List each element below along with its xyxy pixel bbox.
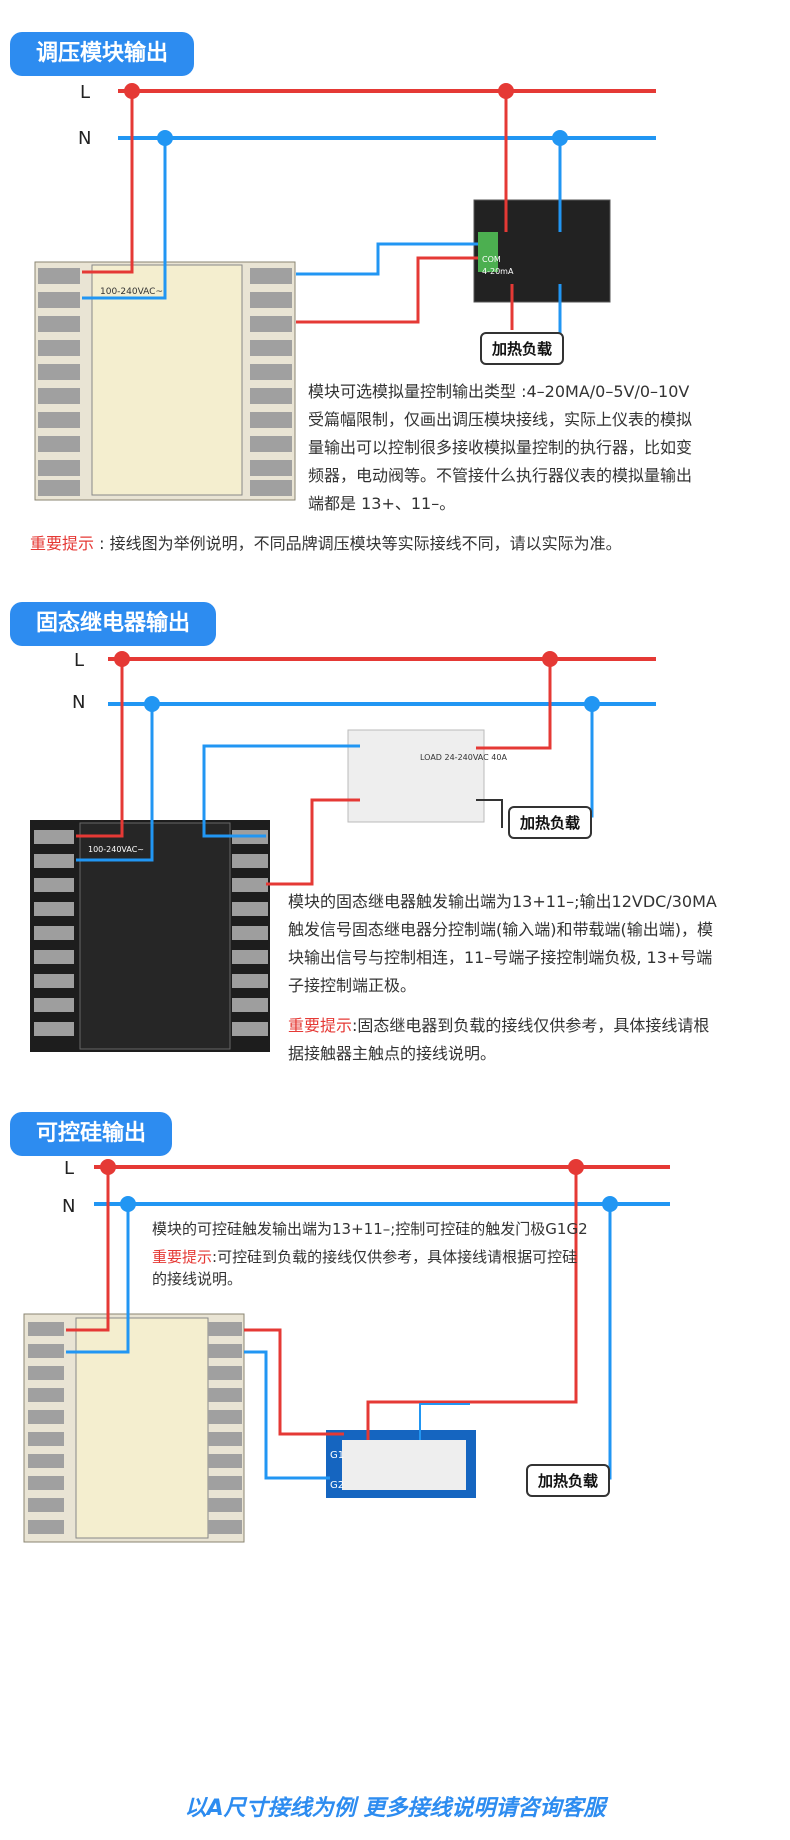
heating-load-box: 加热负载 bbox=[480, 332, 565, 365]
controller-voltage-label: 100-240VAC~ bbox=[88, 845, 144, 854]
tip-text-continued: 据接触器主触点的接线说明。 bbox=[288, 1044, 497, 1063]
desc-line: 触发信号固态继电器分控制端(输入端)和带载端(输出端)，模 bbox=[288, 920, 713, 939]
desc-line: 模块的固态继电器触发输出端为13+11–;输出12VDC/30MA bbox=[288, 892, 717, 911]
section-title: 固态继电器输出 bbox=[10, 602, 217, 646]
desc-line: 端都是 13+、11–。 bbox=[308, 494, 456, 513]
tip-text: :可控硅到负载的接线仅供参考，具体接线请根据可控硅 bbox=[212, 1248, 578, 1266]
label-n: N bbox=[72, 692, 86, 713]
desc-line: 子接控制端正极。 bbox=[288, 976, 417, 995]
section-ssr-output: 固态继电器输出 L N LOAD 24-240VAC 40A 100-240VA… bbox=[0, 602, 790, 1280]
desc-line: 频器，电动阀等。不管接什么执行器仪表的模拟量输出 bbox=[308, 466, 693, 485]
tip-key: 重要提示 bbox=[152, 1248, 213, 1266]
label-n: N bbox=[62, 1196, 76, 1217]
section-regulator-output: 调压模块输出 L N bbox=[0, 0, 790, 690]
wiring-diagram-3: G1 G2 bbox=[23, 1159, 670, 1543]
tip-key: 重要提示 bbox=[288, 1016, 353, 1035]
label-l: L bbox=[64, 1158, 75, 1179]
section-description: 模块可选模拟量控制输出类型 :4–20MA/0–5V/0–10V 受篇幅限制，仅… bbox=[308, 378, 768, 518]
desc-line: 块输出信号与控制相连，11–号端子接控制端负极, 13+号端 bbox=[288, 948, 713, 967]
module-com-label: COM bbox=[482, 255, 501, 264]
section-description: 模块的可控硅触发输出端为13+11–;控制可控硅的触发门极G1G2 bbox=[152, 1220, 588, 1238]
controller-voltage-label: 100-240VAC~ bbox=[100, 287, 163, 297]
desc-line: 受篇幅限制，仅画出调压模块接线，实际上仪表的模拟 bbox=[308, 410, 693, 429]
desc-line: 量输出可以控制很多接收模拟量控制的执行器，比如变 bbox=[308, 438, 693, 457]
heating-load-box: 加热负载 bbox=[526, 1464, 611, 1497]
section-title: 调压模块输出 bbox=[10, 32, 195, 76]
section-description: 模块的固态继电器触发输出端为13+11–;输出12VDC/30MA 触发信号固态… bbox=[288, 888, 768, 1000]
label-l: L bbox=[74, 650, 85, 671]
footer-note: 以A尺寸接线为例 更多接线说明请咨询客服 bbox=[184, 1796, 606, 1821]
wiring-diagram-2: LOAD 24-240VAC 40A 100-240VAC~ bbox=[30, 651, 656, 1052]
important-tip: 重要提示:固态继电器到负载的接线仅供参考，具体接线请根 据接触器主触点的接线说明… bbox=[288, 1012, 768, 1068]
tip-text: :固态继电器到负载的接线仅供参考，具体接线请根 bbox=[352, 1016, 710, 1035]
ssr-spec-text: LOAD 24-240VAC 40A bbox=[420, 753, 507, 762]
section-scr-output: 可控硅输出 L N G1 G2 bbox=[0, 1112, 790, 1840]
g1-label: G1 bbox=[330, 1450, 344, 1461]
section-title: 可控硅输出 bbox=[10, 1112, 173, 1156]
g2-label: G2 bbox=[330, 1480, 344, 1491]
module-ma-label: 4-20mA bbox=[482, 267, 514, 276]
tip-text: : 接线图为举例说明，不同品牌调压模块等实际接线不同，请以实际为准。 bbox=[94, 534, 622, 553]
tip-text-continued: 的接线说明。 bbox=[152, 1270, 243, 1288]
tip-key: 重要提示 bbox=[30, 534, 95, 553]
heating-load-box: 加热负载 bbox=[508, 806, 593, 839]
important-tip: 重要提示:可控硅到负载的接线仅供参考，具体接线请根据可控硅 的接线说明。 bbox=[152, 1246, 732, 1290]
wiring-diagram-1: 100-240VAC~ COM 4-20mA bbox=[34, 83, 656, 501]
important-tip: 重要提示 : 接线图为举例说明，不同品牌调压模块等实际接线不同，请以实际为准。 bbox=[30, 530, 622, 558]
label-l: L bbox=[80, 82, 91, 103]
desc-line: 模块可选模拟量控制输出类型 :4–20MA/0–5V/0–10V bbox=[308, 382, 690, 401]
label-n: N bbox=[78, 128, 92, 149]
